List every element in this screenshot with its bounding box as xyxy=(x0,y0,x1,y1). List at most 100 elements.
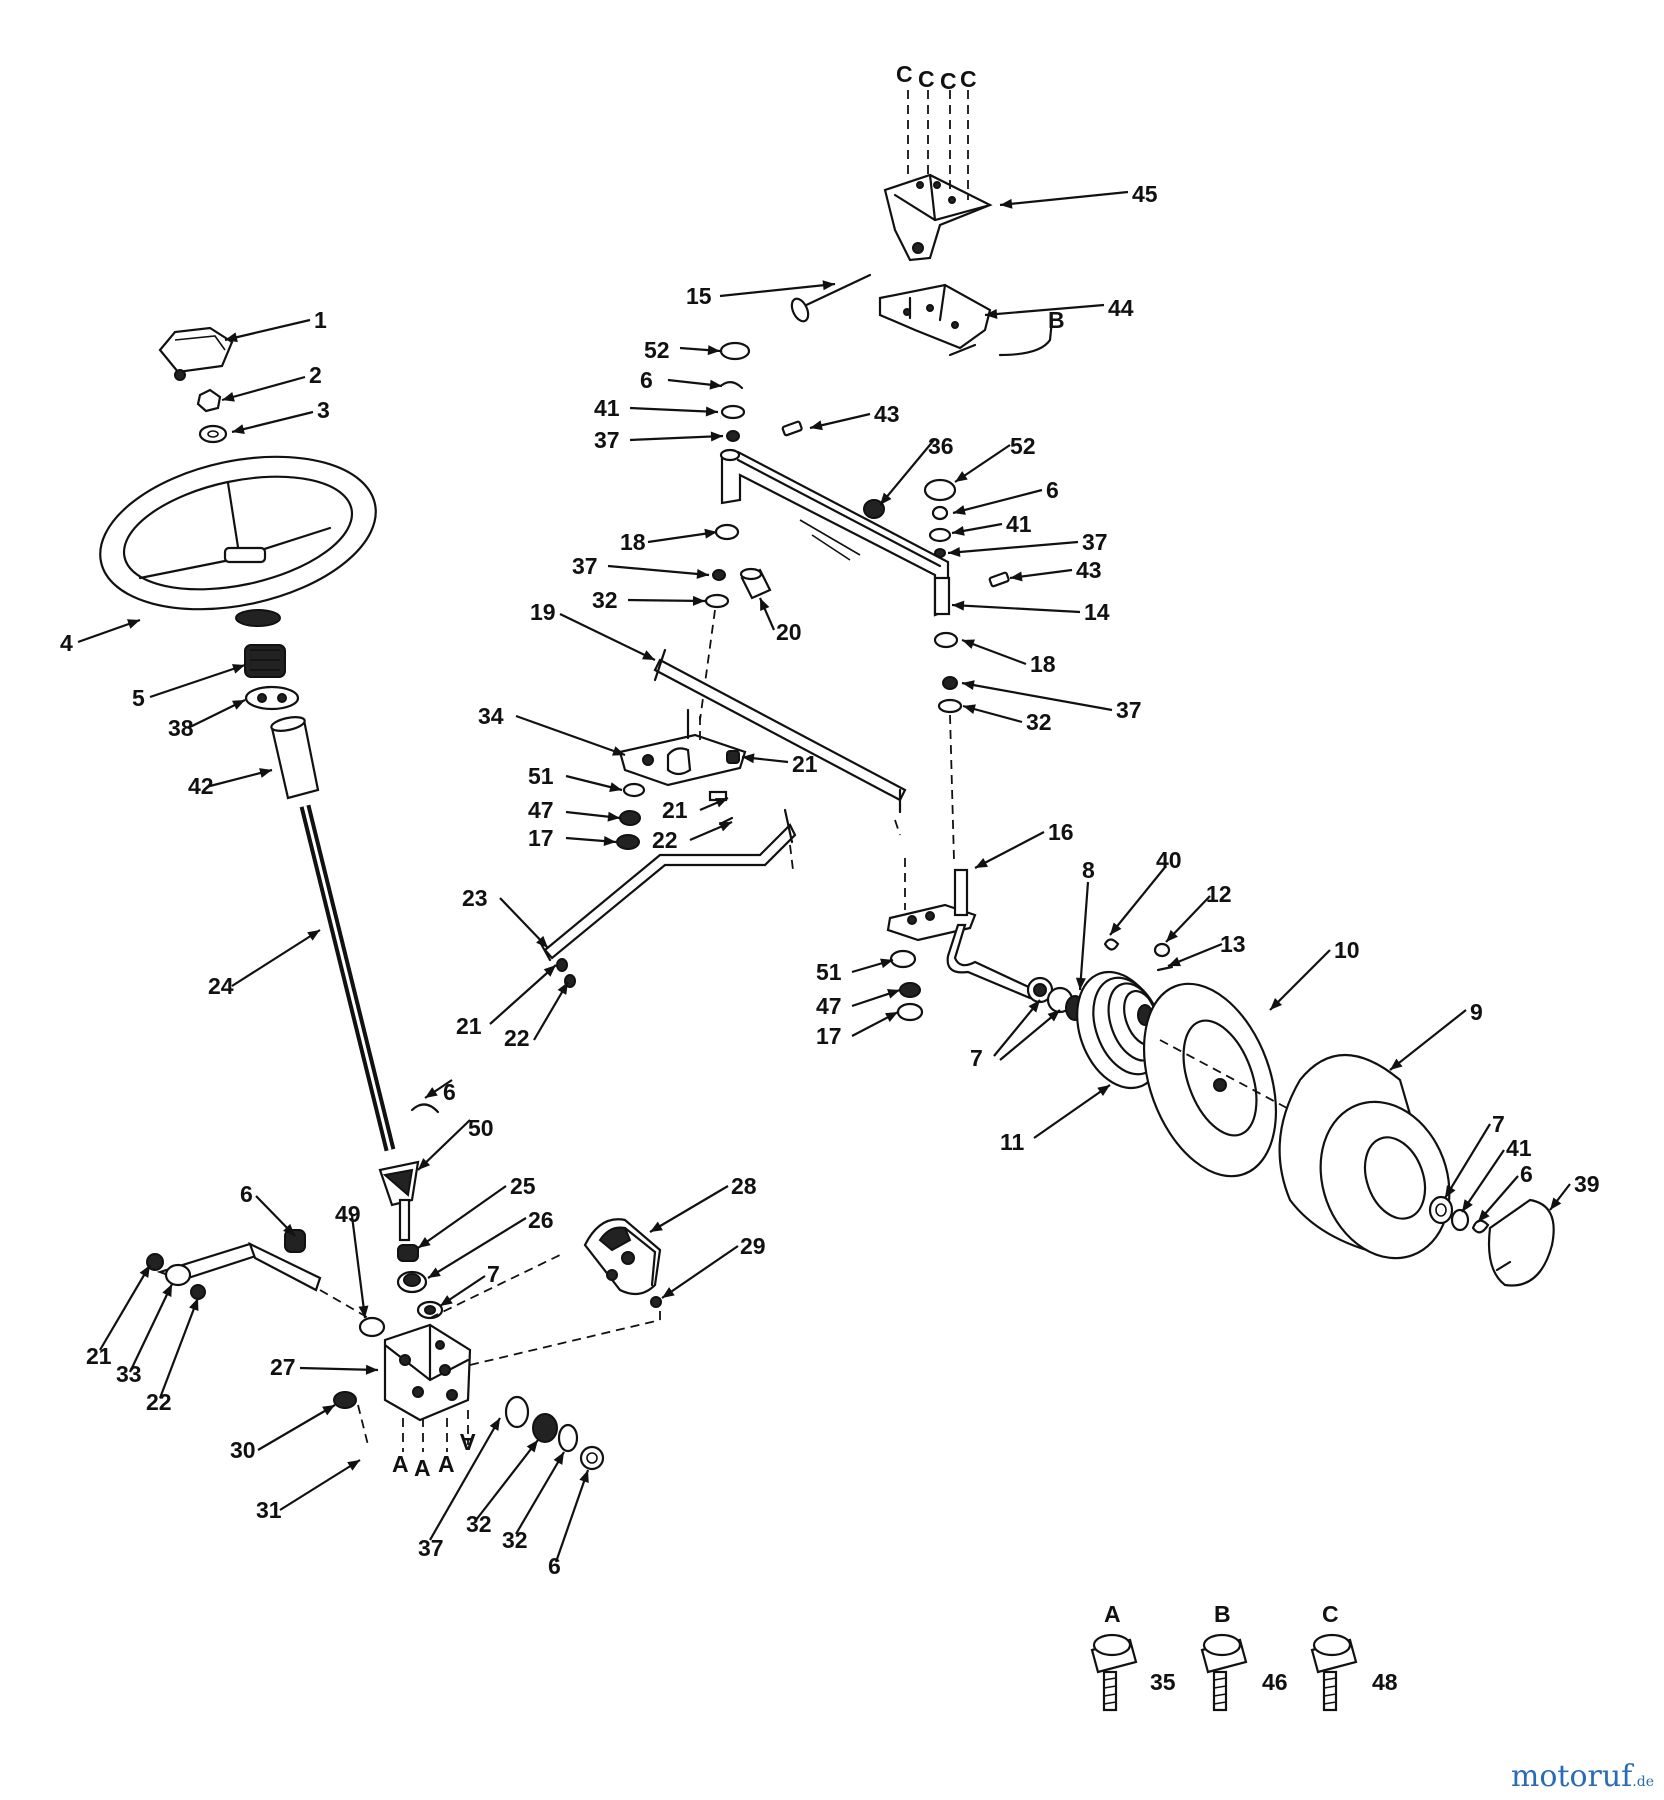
steering-hub xyxy=(244,644,286,678)
steering-wheel xyxy=(99,455,377,627)
label-part-37a: 37 xyxy=(418,1535,444,1561)
label-part-26: 26 xyxy=(528,1207,554,1233)
leader-line xyxy=(629,434,724,442)
leader-arrowhead xyxy=(428,1267,441,1278)
leader-line xyxy=(279,1459,361,1511)
leader-line xyxy=(607,564,710,577)
leader-arrowhead xyxy=(127,619,140,629)
wheel-rim xyxy=(1142,982,1278,1178)
steering-nut xyxy=(196,388,222,413)
leader-line xyxy=(129,1283,173,1373)
leader-line xyxy=(224,318,311,342)
label-part-38: 38 xyxy=(168,715,194,741)
leader-arrowhead xyxy=(1270,997,1283,1010)
leader-arrowhead xyxy=(365,1364,378,1375)
leader-line xyxy=(951,603,1081,614)
leader-arrowhead xyxy=(1390,1058,1403,1070)
leader-arrowhead xyxy=(642,650,655,660)
legend-letter-b: B xyxy=(1214,1601,1231,1627)
label-part-37b: 37 xyxy=(594,427,620,453)
leader-line xyxy=(1444,1123,1491,1199)
leader-line xyxy=(559,613,656,661)
label-part-21c: 21 xyxy=(662,797,688,823)
leader-line xyxy=(350,1215,367,1319)
leader-line xyxy=(257,1404,336,1451)
label-part-6e: 6 xyxy=(1046,477,1059,503)
letter-a2: A xyxy=(414,1455,431,1481)
label-part-14: 14 xyxy=(1084,599,1110,625)
label-part-12: 12 xyxy=(1206,881,1232,907)
label-part-32c: 32 xyxy=(592,587,618,613)
hubcap xyxy=(1487,1198,1555,1287)
label-part-24: 24 xyxy=(208,973,234,999)
label-part-8: 8 xyxy=(1082,857,1095,883)
bracket-bushing xyxy=(358,1316,386,1338)
leader-arrowhead xyxy=(557,982,568,995)
letter-c4: C xyxy=(960,66,977,92)
label-part-44: 44 xyxy=(1108,295,1134,321)
leader-arrowhead xyxy=(489,1418,500,1431)
leader-arrowhead xyxy=(1047,1010,1060,1022)
leader-line xyxy=(879,439,935,506)
legend-letter-c: C xyxy=(1322,1601,1339,1627)
legend-letter-a: A xyxy=(1104,1601,1121,1627)
leader-arrowhead xyxy=(418,1158,431,1170)
letter-a4: A xyxy=(459,1429,476,1455)
leader-arrowhead xyxy=(139,1265,150,1278)
label-part-11: 11 xyxy=(1000,1129,1025,1155)
leader-arrowhead xyxy=(612,746,625,756)
label-part-50: 50 xyxy=(468,1115,494,1141)
label-part-2: 2 xyxy=(309,362,322,388)
label-part-34: 34 xyxy=(478,703,504,729)
leader-line xyxy=(1461,1149,1505,1213)
leader-line xyxy=(961,681,1113,712)
label-part-32a: 32 xyxy=(466,1511,492,1537)
tie-rod-hardware xyxy=(556,958,576,988)
gear-screw xyxy=(650,1296,662,1308)
leader-arrowhead xyxy=(225,332,238,343)
label-part-21d: 21 xyxy=(456,1013,482,1039)
label-part-39: 39 xyxy=(1574,1171,1600,1197)
label-part-37d: 37 xyxy=(572,553,598,579)
label-part-37e: 37 xyxy=(1116,697,1142,723)
leader-arrowhead xyxy=(742,753,755,764)
leader-arrowhead xyxy=(232,664,245,674)
label-part-42: 42 xyxy=(188,773,214,799)
label-part-29: 29 xyxy=(740,1233,766,1259)
steering-bracket xyxy=(383,1323,472,1422)
label-part-37c: 37 xyxy=(1082,529,1108,555)
leader-arrowhead xyxy=(822,280,835,291)
letter-c3: C xyxy=(940,68,957,94)
leader-line xyxy=(515,714,626,757)
leader-arrowhead xyxy=(232,700,245,710)
leader-arrowhead xyxy=(536,935,548,948)
leader-line xyxy=(947,540,1079,555)
leader-arrowhead xyxy=(975,858,988,868)
steering-bushing xyxy=(244,685,300,711)
leader-arrowhead xyxy=(810,420,823,431)
label-part-45: 45 xyxy=(1132,181,1158,207)
axle-mount-bracket-lower xyxy=(878,283,992,357)
label-part-16: 16 xyxy=(1048,819,1074,845)
spindle-small-parts xyxy=(1103,938,1174,972)
label-part-17a: 17 xyxy=(528,825,554,851)
leader-arrowhead xyxy=(704,528,717,539)
leader-arrowhead xyxy=(705,406,718,417)
label-part-47a: 47 xyxy=(528,797,554,823)
part-number-labels: 1 2 3 4 5 38 42 24 6 50 25 26 7 28 29 6 … xyxy=(60,181,1600,1695)
leader-arrowhead xyxy=(707,345,720,356)
leader-arrowhead xyxy=(760,598,770,611)
pivot-bolt xyxy=(790,273,872,323)
shaft-bottom-parts xyxy=(378,1103,444,1320)
leader-line xyxy=(158,1297,200,1399)
leader-line xyxy=(719,282,836,298)
label-part-6a: 6 xyxy=(443,1079,456,1105)
leader-line xyxy=(231,929,321,987)
label-part-32b: 32 xyxy=(502,1527,528,1553)
label-part-19: 19 xyxy=(530,599,556,625)
steering-gear xyxy=(583,1218,662,1296)
leader-arrowhead xyxy=(358,1305,369,1318)
bracket-bolt-21 xyxy=(726,750,740,764)
label-part-22c: 22 xyxy=(504,1025,530,1051)
grease-fitting-right xyxy=(988,571,1010,588)
